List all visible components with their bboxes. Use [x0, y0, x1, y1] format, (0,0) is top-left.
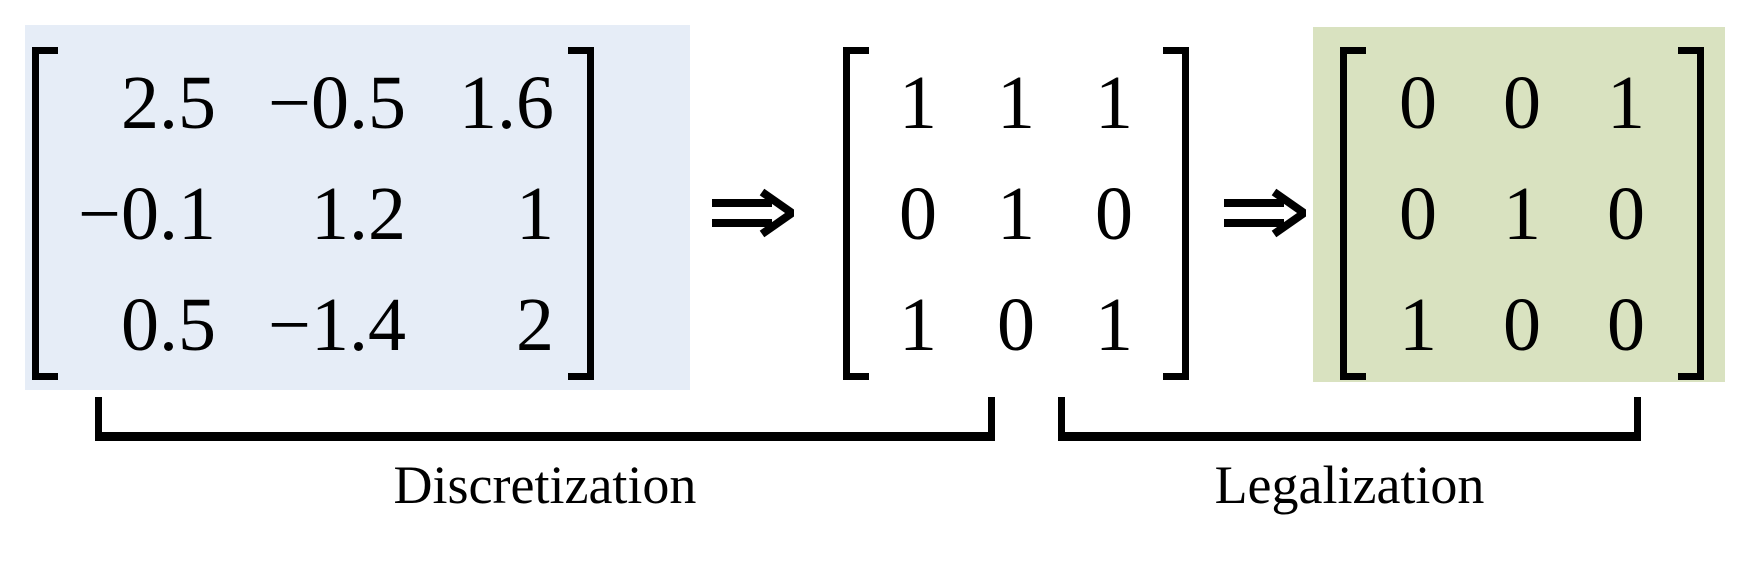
matrix-cell: 0 — [1399, 60, 1437, 145]
matrix-cell: 1 — [1095, 60, 1133, 145]
matrix-cell: −0.1 — [78, 171, 216, 256]
matrix-cell: 1 — [516, 171, 554, 256]
matrix-cell: 1 — [1399, 282, 1437, 367]
matrix-cells: 1 1 1 0 1 0 1 0 1 — [869, 47, 1163, 380]
matrix-legalized: 0 0 1 0 1 0 1 0 0 — [1340, 47, 1704, 380]
underbrace-discretization — [95, 397, 995, 441]
matrix-cell: 0 — [1607, 171, 1645, 256]
bracket-right-icon — [1678, 47, 1704, 380]
step-label-legalization: Legalization — [1214, 455, 1485, 515]
matrix-cell: 0 — [1503, 282, 1541, 367]
matrix-cell: 1 — [997, 60, 1035, 145]
matrix-discretized: 1 1 1 0 1 0 1 0 1 — [843, 47, 1189, 380]
underbrace-legalization — [1058, 397, 1641, 441]
bracket-left-icon — [843, 47, 869, 380]
matrix-cell: 0 — [899, 171, 937, 256]
bracket-left-icon — [1340, 47, 1366, 380]
matrix-cell: 1.2 — [311, 171, 406, 256]
matrix-cell: 0 — [997, 282, 1035, 367]
matrix-cell: 1 — [1095, 282, 1133, 367]
matrix-cell: −1.4 — [268, 282, 406, 367]
matrix-cell: 1 — [1503, 171, 1541, 256]
matrix-cells: 0 0 1 0 1 0 1 0 0 — [1366, 47, 1678, 380]
highlight-panel-legalized — [1313, 27, 1725, 382]
bracket-right-icon — [1163, 47, 1189, 380]
matrix-cell: 0.5 — [121, 282, 216, 367]
matrix-cell: 0 — [1607, 282, 1645, 367]
matrix-cell: −0.5 — [268, 60, 406, 145]
matrix-continuous: 2.5 −0.5 1.6 −0.1 1.2 1 0.5 −1.4 2 — [32, 47, 594, 380]
step-label-discretization: Discretization — [393, 455, 697, 515]
matrix-cell: 0 — [1399, 171, 1437, 256]
highlight-panel-continuous — [25, 25, 690, 390]
matrix-cell: 1 — [1607, 60, 1645, 145]
bracket-left-icon — [32, 47, 58, 380]
matrix-cell: 2 — [516, 282, 554, 367]
implies-arrow-icon — [1222, 184, 1311, 242]
matrix-cell: 1 — [899, 282, 937, 367]
matrix-cell: 0 — [1503, 60, 1541, 145]
matrix-cell: 1.6 — [459, 60, 554, 145]
matrix-cell: 2.5 — [121, 60, 216, 145]
bracket-right-icon — [568, 47, 594, 380]
matrix-cell: 1 — [997, 171, 1035, 256]
implies-arrow-icon — [710, 184, 799, 242]
matrix-cell: 1 — [899, 60, 937, 145]
matrix-cells: 2.5 −0.5 1.6 −0.1 1.2 1 0.5 −1.4 2 — [58, 47, 568, 380]
matrix-cell: 0 — [1095, 171, 1133, 256]
